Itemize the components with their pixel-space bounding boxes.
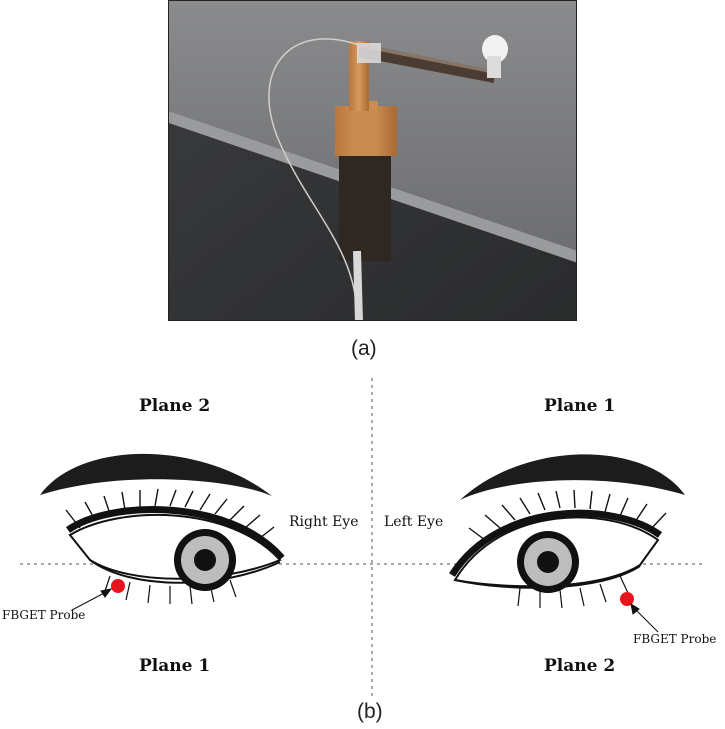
left-eye-label: Left Eye [384,514,444,530]
plane-label-top-right: Plane 1 [544,396,616,416]
right-eye-label: Right Eye [289,514,359,530]
probe-arrow-left [71,588,113,611]
caption-b: (b) [357,700,383,723]
sensor-photo [168,0,577,321]
eye-diagram [20,378,705,700]
probe-marker-left-eye [620,592,634,606]
left-eye-drawing [449,454,685,609]
plane-label-bottom-left: Plane 1 [139,656,211,676]
probe-label-left: FBGET Probe [2,608,86,622]
plane-label-bottom-right: Plane 2 [544,656,616,676]
probe-arrow-right [630,602,659,633]
probe-label-right: FBGET Probe [633,632,717,646]
probe-marker-right-eye [111,579,125,593]
caption-a: (a) [351,337,377,360]
plane-label-top-left: Plane 2 [139,396,211,416]
right-eye-drawing [40,453,285,605]
